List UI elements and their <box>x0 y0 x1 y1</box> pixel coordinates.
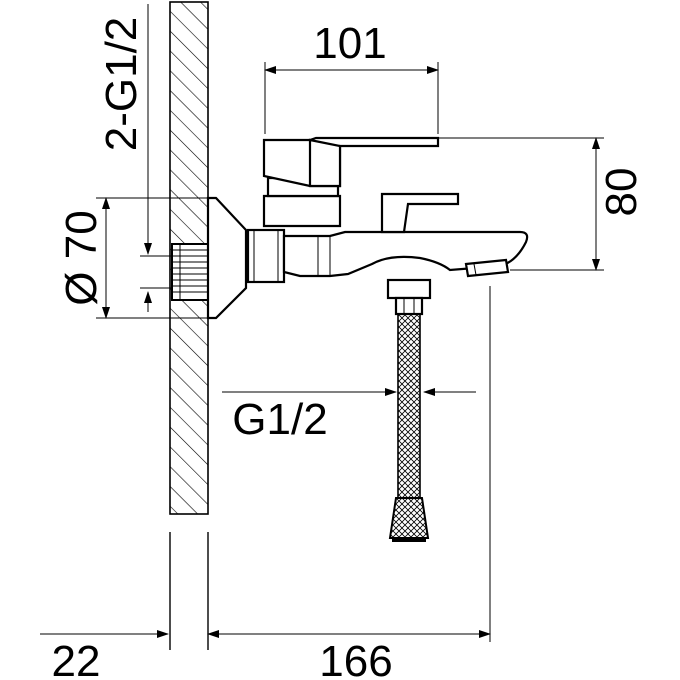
union-nut <box>246 228 286 284</box>
hose-end-ferrule <box>388 497 430 542</box>
dimension-166-label: 166 <box>319 637 392 680</box>
dimension-diameter-70-label: Ø 70 <box>57 210 106 305</box>
dimension-2-g1-2-label: 2-G1/2 <box>97 17 146 152</box>
lever-handle <box>262 136 440 188</box>
shower-hose <box>397 313 421 499</box>
dimension-101: 101 <box>264 19 439 134</box>
escutcheon <box>206 196 248 320</box>
dimension-166: 166 <box>207 286 491 680</box>
dimension-22: 22 <box>40 630 169 680</box>
dimension-2-g1-2: 2-G1/2 <box>97 4 172 312</box>
dimension-g1-2-label: G1/2 <box>232 395 327 444</box>
shower-outlet <box>386 278 432 316</box>
diverter-knob <box>380 192 460 234</box>
spout-aerator <box>464 258 510 278</box>
dimension-22-label: 22 <box>52 637 101 680</box>
dimension-101-label: 101 <box>313 19 386 68</box>
dimension-diameter-70: Ø 70 <box>57 197 216 319</box>
cartridge-housing <box>262 176 342 228</box>
eccentric-connector <box>171 243 209 301</box>
wall-extension-lines <box>169 532 209 650</box>
dimension-80-label: 80 <box>597 168 646 217</box>
dimension-80: 80 <box>438 137 646 271</box>
dimension-g1-2: G1/2 <box>222 388 476 444</box>
